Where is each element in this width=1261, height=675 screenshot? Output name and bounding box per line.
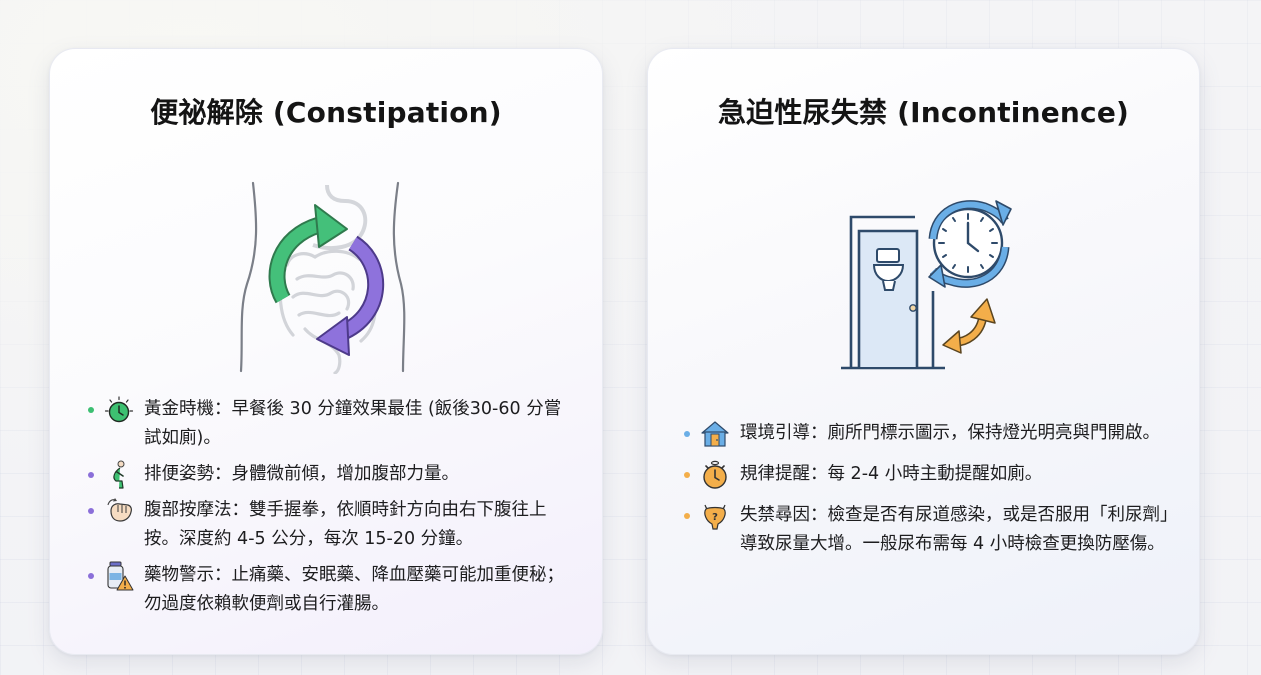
bladder-question-icon: ? [698,501,732,530]
svg-text:?: ? [712,512,718,523]
bullet-dot [684,472,690,478]
card-title-incontinence: 急迫性尿失禁 (Incontinence) [717,96,1130,129]
tip-environment-guidance: 環境引導：廁所門標示圖示，保持燈光明亮與門開啟。 [740,423,1160,443]
incontinence-card: 急迫性尿失禁 (Incontinence) [647,48,1200,655]
fist-massage-icon [102,496,136,525]
squatting-person-icon [102,460,136,489]
house-door-icon [698,419,732,448]
medicine-warning-icon [102,561,136,590]
tip-posture: 排便姿勢：身體微前傾，增加腹部力量。 [144,464,459,484]
list-item: ? 失禁尋因：檢查是否有尿道感染，或是否服用「利尿劑」導致尿量大增。一般尿布需每… [684,501,1174,559]
list-item: 排便姿勢：身體微前傾，增加腹部力量。 [88,460,578,489]
tip-medication-warning: 藥物警示：止痛藥、安眠藥、降血壓藥可能加重便秘；勿過度依賴軟便劑或自行灌腸。 [144,565,564,614]
incontinence-tips-list: 環境引導：廁所門標示圖示，保持燈光明亮與門開啟。 規律提醒：每 2-4 小時主動… [684,419,1174,571]
bullet-dot [88,508,94,514]
bullet-dot [684,431,690,437]
card-title-constipation: 便祕解除 (Constipation) [150,96,502,129]
bullet-dot [88,407,94,413]
list-item: 規律提醒：每 2-4 小時主動提醒如廁。 [684,460,1174,489]
list-item: 腹部按摩法：雙手握拳，依順時針方向由右下腹往上按。深度約 4-5 公分，每次 1… [88,496,578,554]
list-item: 黃金時機：早餐後 30 分鐘效果最佳 (飯後30-60 分嘗試如廁)。 [88,395,578,453]
tip-golden-time: 黃金時機：早餐後 30 分鐘效果最佳 (飯後30-60 分嘗試如廁)。 [144,399,562,448]
toilet-door-clock-icon [841,200,1012,370]
tip-regular-reminder: 規律提醒：每 2-4 小時主動提醒如廁。 [740,464,1043,484]
tip-find-cause: 失禁尋因：檢查是否有尿道感染，或是否服用「利尿劑」導致尿量大增。一般尿布需每 4… [740,505,1169,554]
list-item: 藥物警示：止痛藥、安眠藥、降血壓藥可能加重便秘；勿過度依賴軟便劑或自行灌腸。 [88,561,578,619]
bullet-dot [684,513,690,519]
abdomen-illustration [235,179,410,375]
toilet-door-illustration [833,187,1018,372]
list-item: 環境引導：廁所門標示圖示，保持燈光明亮與門開啟。 [684,419,1174,448]
bullet-dot [88,573,94,579]
constipation-card: 便祕解除 (Constipation) [49,48,603,655]
constipation-tips-list: 黃金時機：早餐後 30 分鐘效果最佳 (飯後30-60 分嘗試如廁)。 排便姿勢… [88,395,578,626]
bullet-dot [88,472,94,478]
clock-icon [102,395,136,424]
tip-abdominal-massage: 腹部按摩法：雙手握拳，依順時針方向由右下腹往上按。深度約 4-5 公分，每次 1… [144,500,547,549]
abdomen-cycle-icon [239,181,406,375]
stopwatch-icon [698,460,732,489]
